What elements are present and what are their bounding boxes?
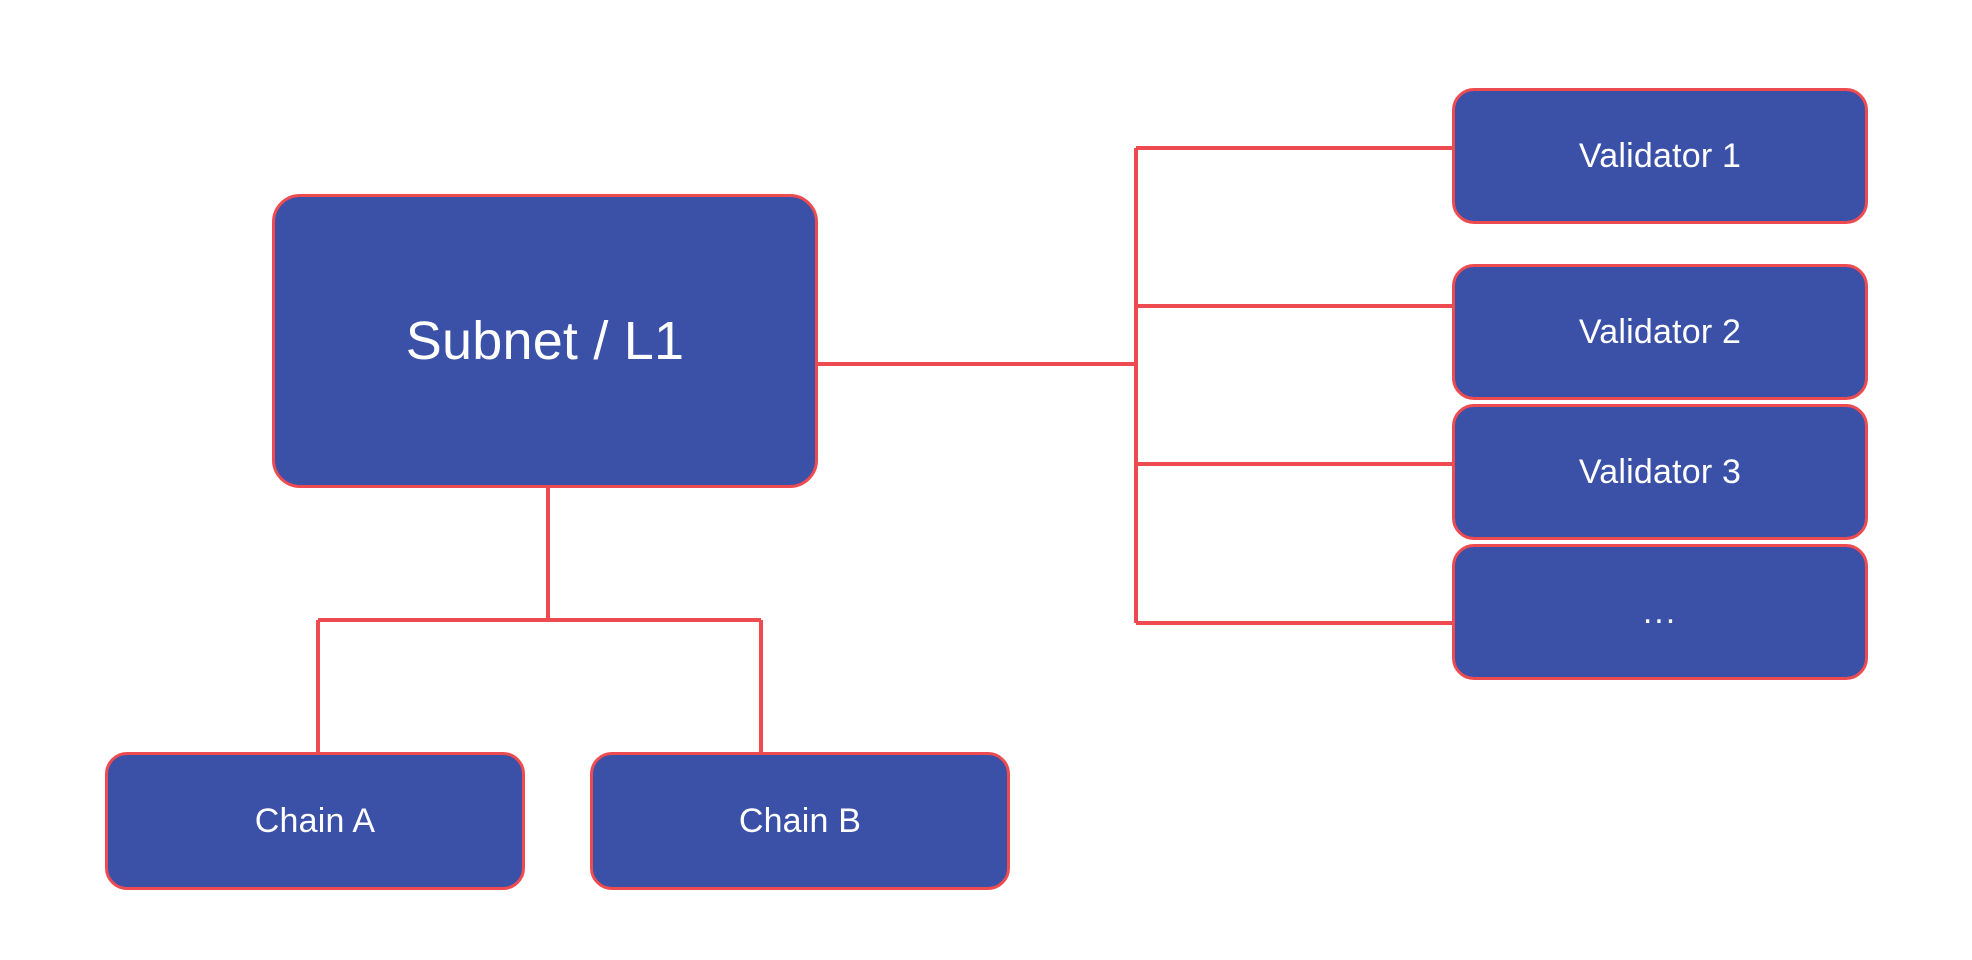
node-validator-3[interactable]: Validator 3 — [1452, 404, 1868, 540]
node-validator-more-label: ... — [1642, 593, 1678, 631]
node-validator-more[interactable]: ... — [1452, 544, 1868, 680]
node-validator-2[interactable]: Validator 2 — [1452, 264, 1868, 400]
node-subnet-l1-label: Subnet / L1 — [405, 311, 685, 371]
node-validator-2-label: Validator 2 — [1578, 313, 1742, 351]
node-validator-1[interactable]: Validator 1 — [1452, 88, 1868, 224]
node-validator-1-label: Validator 1 — [1578, 137, 1742, 175]
node-validator-3-label: Validator 3 — [1578, 453, 1742, 491]
node-chain-a[interactable]: Chain A — [105, 752, 525, 890]
node-chain-b-label: Chain B — [738, 802, 862, 840]
node-chain-a-label: Chain A — [254, 802, 376, 840]
node-subnet-l1[interactable]: Subnet / L1 — [272, 194, 818, 488]
node-chain-b[interactable]: Chain B — [590, 752, 1010, 890]
